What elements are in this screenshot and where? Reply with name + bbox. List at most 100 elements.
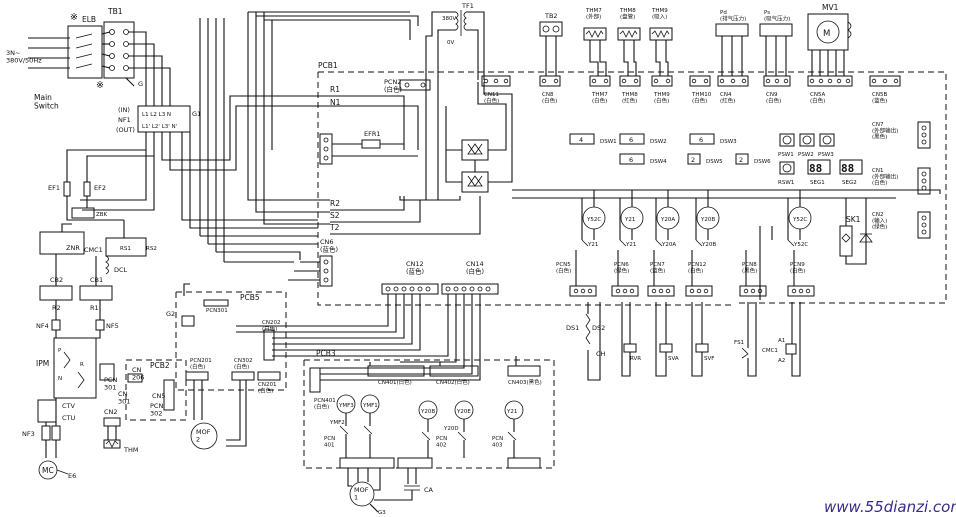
fs1-label: FS1	[734, 340, 744, 346]
dsw-4[interactable]	[619, 153, 645, 165]
pcb3-relay-extra-2-label: Y20D	[443, 426, 459, 432]
nf4-label: NF4	[36, 322, 49, 330]
dsw-4-label: DSW4	[650, 159, 667, 165]
connector-pcn8	[739, 285, 767, 297]
relay-coil-4-label: Y20B	[700, 217, 715, 223]
cn5-label: CN5	[152, 392, 166, 400]
cn401-label: CN401(白色)	[378, 378, 412, 386]
pcb3: PCB3 PCN401(白色) CN401(白色) CN402(白色) CN40…	[303, 349, 555, 516]
pcn2-label: PCN2(白色)	[384, 78, 402, 94]
relay-contact-1-label: Y21	[587, 242, 598, 248]
ipm-label: IPM	[36, 359, 49, 368]
pd-label: Pd(排气压力)	[720, 10, 746, 22]
pcb5: PCB5 PCN301 G2 CN202(白色) PCN201(白色) CN30…	[166, 283, 287, 450]
push-switches: PSW1 PSW2 PSW3 RSW1 88 88 SEG1 SEG2	[778, 133, 863, 186]
pcn201-label: PCN201(白色)	[190, 358, 212, 370]
elb-mark: ※	[70, 12, 78, 23]
r1-label: R1	[330, 85, 340, 94]
dsw-5[interactable]	[687, 153, 701, 165]
rs2-label: RS2	[146, 246, 157, 252]
cn14-label: CN14(白色)	[466, 260, 484, 276]
psw1-label[interactable]: PSW1	[778, 152, 794, 158]
dsw-3-label: DSW3	[720, 139, 737, 145]
pcb1-outline-left	[317, 72, 735, 306]
relay-coil-5-label: Y52C	[792, 217, 807, 223]
ctv-label: CTV	[62, 402, 76, 410]
pcb1-outline	[318, 71, 947, 304]
cn201-label: CN201(白色)	[258, 382, 276, 394]
ch-label: CH	[596, 350, 606, 358]
nf1-terminals-out: L1' L2' L3' N'	[142, 124, 177, 130]
cn202-label: CN202(白色)	[262, 320, 280, 332]
dsw-3[interactable]	[689, 133, 715, 145]
thm7-label: THM7(外部)	[585, 8, 602, 20]
nf5-label: NF5	[106, 322, 119, 330]
nf1-out-label: (OUT)	[116, 126, 135, 134]
ps-label: Ps(吸气压力)	[764, 10, 790, 22]
pcb3-relay-5-label: Y21	[506, 409, 517, 415]
connector-pcn7	[647, 285, 675, 297]
relay-contact-2-label: Y21	[625, 242, 636, 248]
dsw-5-value: 2	[691, 156, 695, 164]
ctu-label: CTU	[62, 414, 76, 422]
psw2-label[interactable]: PSW2	[798, 152, 814, 158]
pcb1-inner: PCN2(白色) R1 N1 EFR1 R2 S2 T2 CN6	[288, 78, 941, 287]
sk1-surge: SK1	[839, 198, 873, 265]
connector-cn9-label: CN9(白色)	[766, 92, 781, 104]
connector-thm8c-label: THM8(红色)	[621, 92, 638, 104]
relay-contact-5-label: Y52C	[793, 242, 808, 248]
dcl-label: DCL	[114, 266, 128, 274]
connector-cn8	[539, 75, 561, 87]
elb-label: ELB	[82, 15, 96, 24]
pcb3-relay-3-label: Y20B	[420, 409, 435, 415]
thm9-label: THM9(吸入)	[651, 8, 668, 20]
e6-label: E6	[68, 472, 76, 480]
n1-label: N1	[330, 98, 341, 107]
rsw1-label[interactable]: RSW1	[778, 180, 794, 186]
load-devices: DS1 DS2 CH RVR SVA SVF FS1 CMC1 A1 A2	[566, 302, 801, 381]
g3-label: G3	[378, 510, 386, 516]
relay-contact-4-label: Y20B	[701, 242, 716, 248]
cmc1-label: CMC1	[84, 246, 103, 254]
connector-cn11	[481, 75, 511, 87]
dsw-2-value: 6	[629, 136, 633, 144]
power-bus: (IN) NF1 (OUT) L1 L2 L3 N L1' L2' L3' N'…	[80, 11, 419, 263]
dsw-1[interactable]	[569, 133, 595, 145]
ds2-label: DS2	[592, 324, 605, 332]
connector-cn5a-label: CN5A(白色)	[810, 92, 825, 104]
nf3-label: NF3	[22, 430, 35, 438]
rs1-label: RS1	[120, 246, 131, 252]
nf1-label: NF1	[118, 116, 131, 124]
t2-label: T2	[329, 223, 340, 232]
pcb3-relay-4-label: Y20E	[456, 409, 471, 415]
dsw-6[interactable]	[735, 153, 749, 165]
seg2-label: SEG2	[842, 180, 857, 186]
cn2-left-label: CN2	[104, 408, 118, 416]
relay-coil-1-label: Y52C	[586, 217, 601, 223]
cn402-label: CN402(白色)	[436, 378, 470, 386]
dsw-2[interactable]	[619, 133, 645, 145]
s2-label: S2	[330, 211, 340, 220]
pcb3-relay-2-label: YMF1	[362, 403, 378, 409]
ef1-label: EF1	[48, 184, 60, 192]
dsw-2-label: DSW2	[650, 139, 667, 145]
connector-thm8c	[619, 75, 641, 87]
cn7-label: CN7(外部输出)(黑色)	[872, 122, 898, 141]
psw3-label[interactable]: PSW3	[818, 152, 834, 158]
ca-label: CA	[424, 486, 434, 494]
thm8-label: THM8(盘管)	[619, 8, 636, 20]
connector-cn5b	[869, 75, 901, 87]
mv1-label: MV1	[822, 3, 839, 12]
ipm-r: R	[80, 362, 84, 368]
connector-pcn8-label: PCN8(黑色)	[742, 262, 757, 274]
mc-label: MC	[42, 466, 54, 475]
